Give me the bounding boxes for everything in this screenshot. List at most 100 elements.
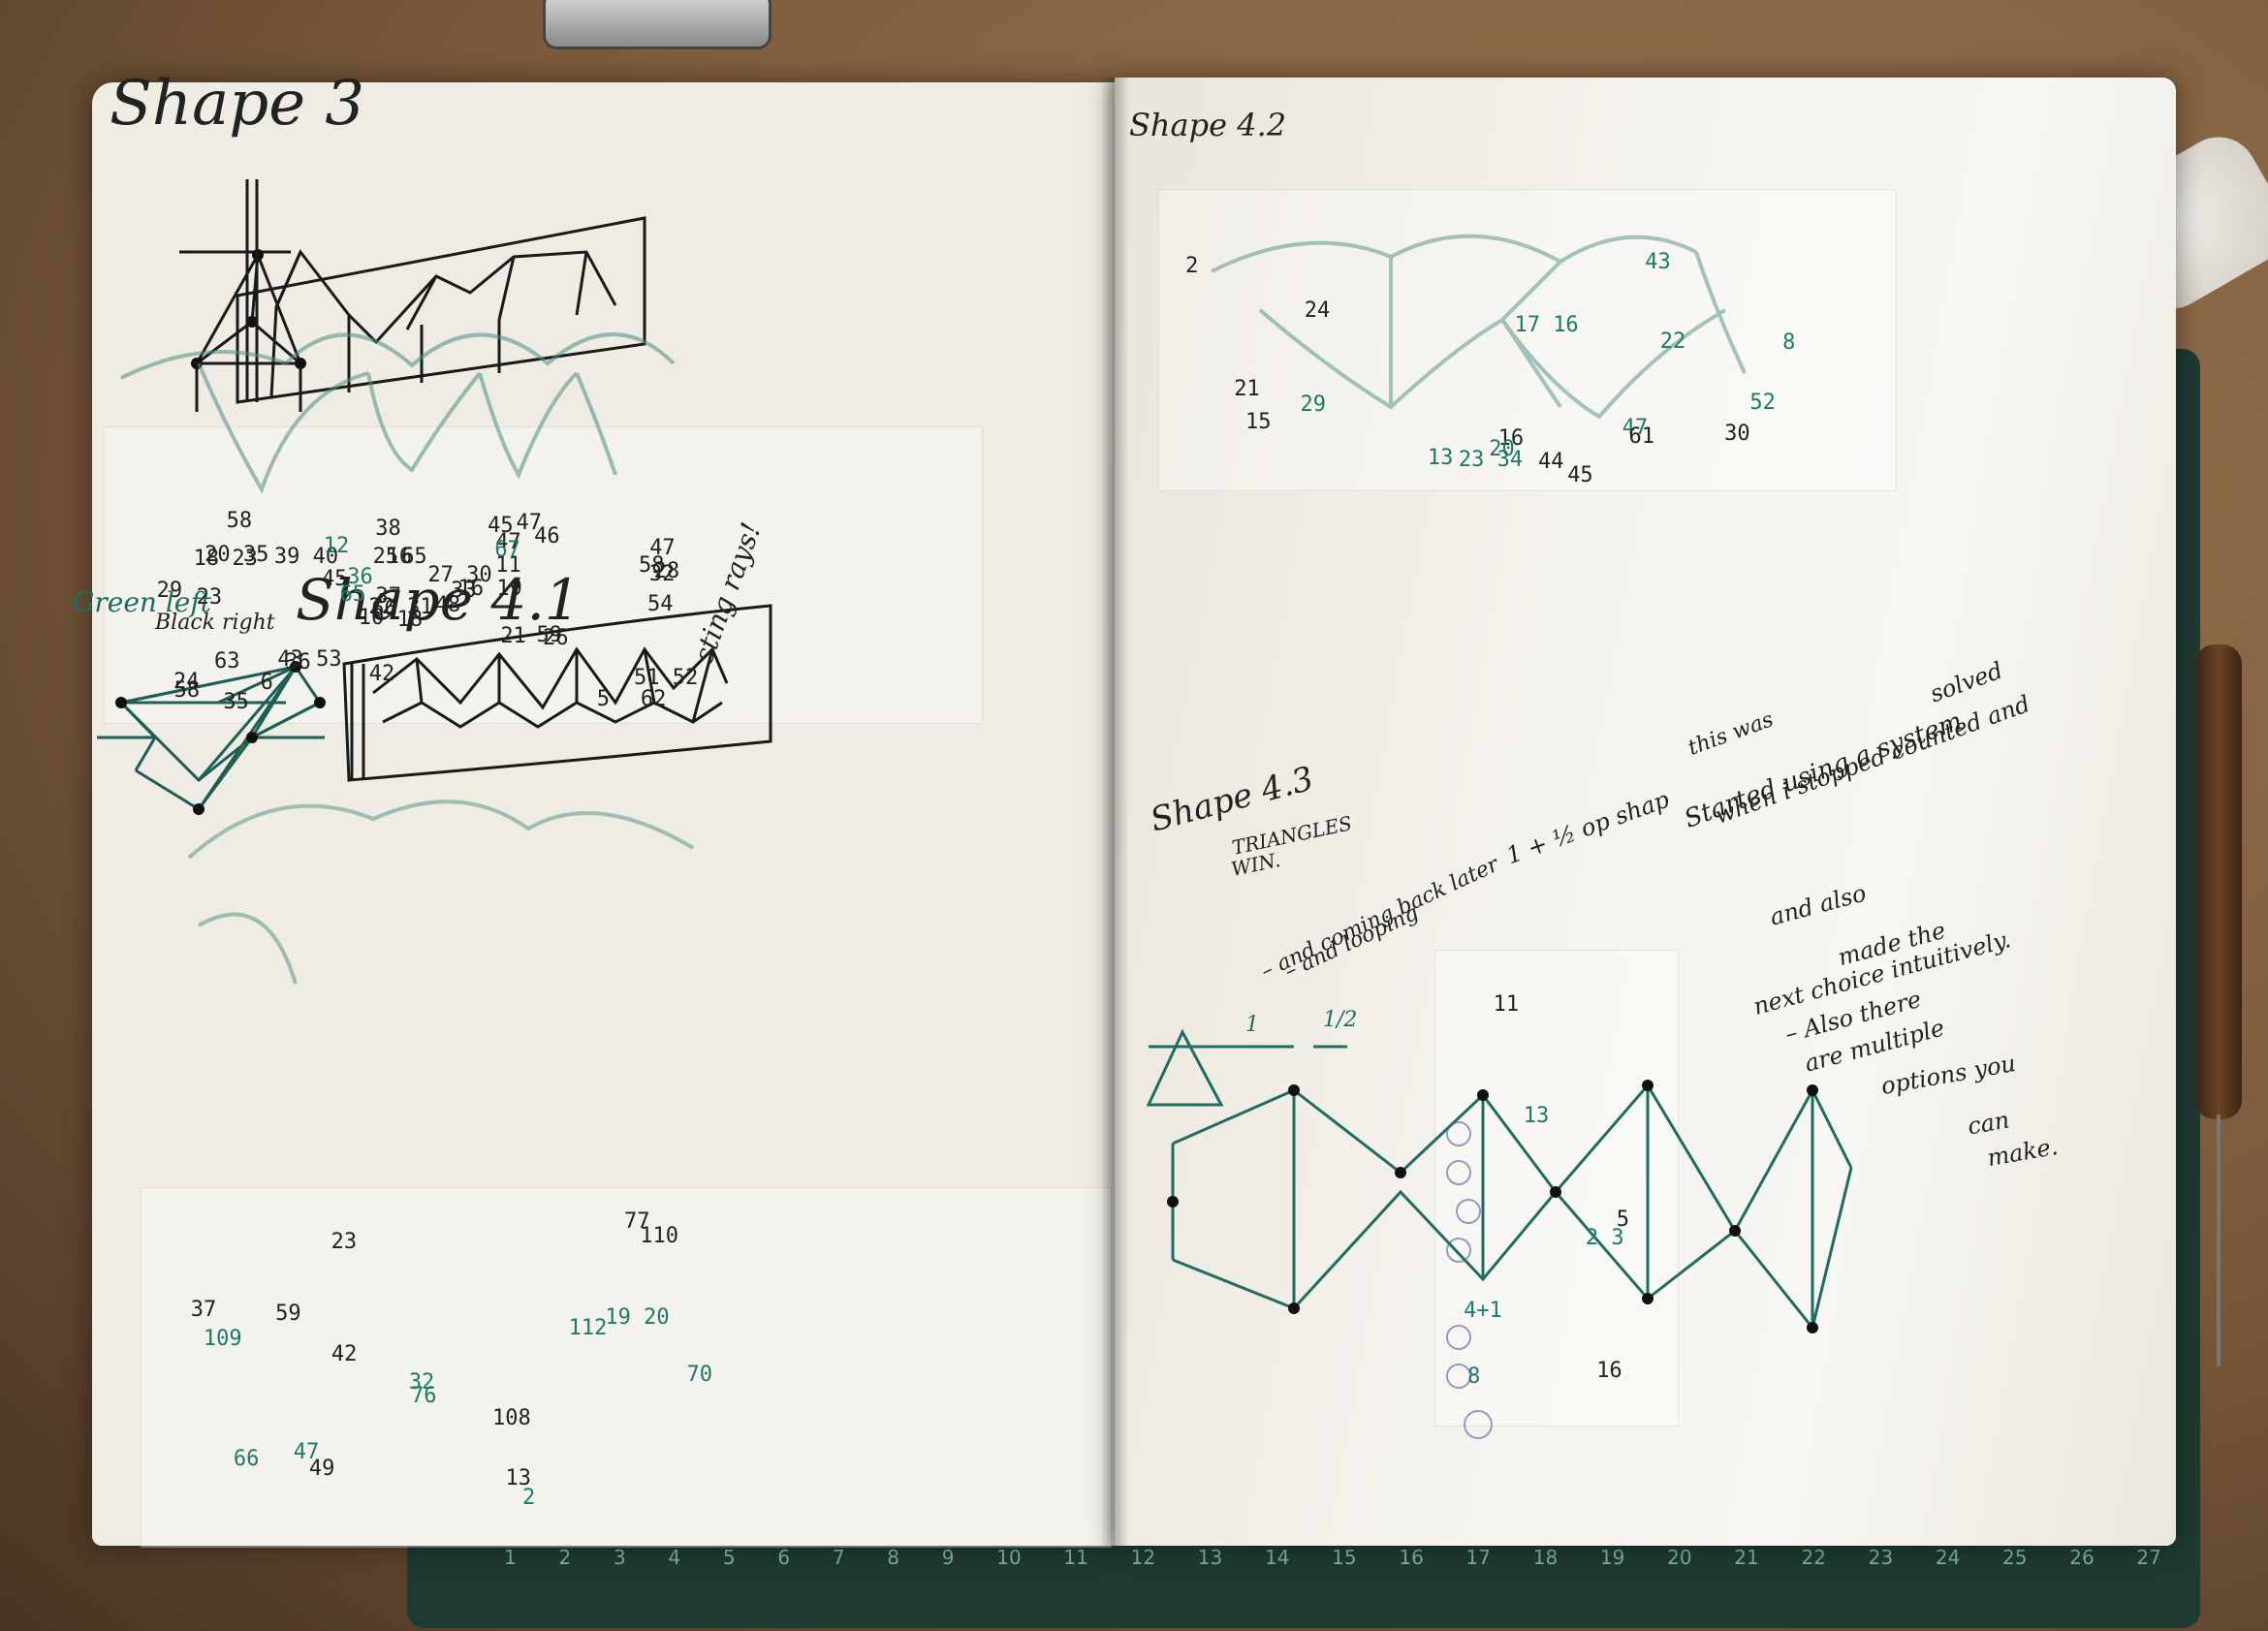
tracing-number: 30 [1724, 422, 1750, 447]
tracing-number: 17 16 [1514, 312, 1579, 337]
scale-one-label: 1 [1245, 1013, 1259, 1037]
tracing-number: 63 [214, 648, 240, 674]
tracing-number: 13 [1523, 1104, 1550, 1129]
tracing-number: 45 [321, 567, 348, 591]
tracing-number: 26 [542, 625, 569, 650]
tracing-number: 5 [1616, 1207, 1629, 1232]
tracing-number: 11 [1493, 991, 1520, 1017]
tracing-number: 23 34 [1458, 447, 1524, 472]
tracing-number: 11 [495, 553, 521, 579]
bookbinding-awl [2195, 644, 2242, 1119]
shape3-title: Shape 3 [110, 68, 365, 140]
sketchbook-left-page: Shape 3 Shape 4.1 Green left Black right… [73, 68, 1115, 1548]
tracing-number: 47 [649, 535, 676, 560]
tracing-number: 37 [190, 1298, 217, 1323]
tracing-number: 44 [1537, 449, 1564, 474]
ruler-tick-label: 10 [996, 1546, 1022, 1569]
shape41-title: Shape 4.1 [296, 567, 581, 633]
ruler-tick-label: 20 [1667, 1546, 1692, 1569]
ruler-tick-label: 11 [1063, 1546, 1088, 1569]
tracing-number: 65 [401, 545, 427, 569]
awl-tip [2217, 1114, 2221, 1366]
ruler-tick-label: 4 [668, 1546, 681, 1569]
tracing-paper-shape42 [1158, 189, 1897, 491]
tracing-number: 24 [1304, 298, 1331, 323]
tracing-paper-shape41 [141, 1187, 1112, 1548]
tracing-number: 33 [451, 579, 477, 604]
tracing-number: 13 [505, 1466, 532, 1491]
tracing-number: 4+1 [1464, 1299, 1502, 1324]
tracing-number: 46 [534, 524, 560, 549]
ruler-tick-label: 7 [832, 1546, 845, 1569]
tracing-number: 52 [1749, 390, 1776, 415]
ruler-tick-label: 18 [1532, 1546, 1559, 1569]
ruler-tick-label: 16 [1399, 1546, 1424, 1569]
tracing-number: 47 [1622, 416, 1649, 441]
tracing-number: 16 [386, 545, 413, 570]
tracing-number: 18 23 [193, 546, 258, 571]
ruler-tick-label: 26 [2069, 1546, 2095, 1569]
tracing-number: 43 [1645, 249, 1671, 274]
tracing-number: 59 [275, 1302, 301, 1327]
ruler-tick-label: 25 [2002, 1546, 2028, 1569]
ruler-tick-label: 3 [613, 1546, 626, 1569]
tracing-number: 37 [375, 583, 401, 609]
tracing-number: 77 [624, 1208, 650, 1234]
tracing-number: 47 [495, 529, 521, 554]
tracing-number: 8 [1782, 329, 1796, 355]
tracing-number: 45 [488, 514, 514, 539]
tracing-number: 39 40 [273, 545, 339, 570]
tracing-number: 23 [331, 1230, 358, 1255]
tracing-number: 42 [331, 1341, 358, 1366]
ruler-tick-label: 5 [722, 1546, 736, 1569]
tracing-number: 35 [223, 690, 249, 715]
ruler-tick-label: 2 [558, 1546, 572, 1569]
tracing-number: 12 [323, 534, 350, 559]
tracing-number: 49 [308, 1457, 335, 1482]
tracing-number: 42 [368, 661, 395, 686]
tracing-number: 70 [686, 1363, 713, 1388]
tracing-number: 16 19 [457, 577, 522, 602]
tracing-number: 54 [647, 592, 674, 617]
tracing-number: 25 [372, 544, 399, 569]
tracing-number: 16 [1596, 1358, 1622, 1383]
tracing-number: 66 [233, 1446, 260, 1471]
metal-tin [543, 0, 772, 49]
tracing-number: 2 [1185, 253, 1199, 278]
ruler-tick-label: 15 [1332, 1546, 1357, 1569]
tracing-number: 18 [396, 608, 424, 633]
ruler-tick-label: 19 [1599, 1546, 1625, 1569]
ruler-tick-label: 1 [504, 1546, 517, 1569]
tracing-number: 51 52 [634, 666, 699, 691]
tracing-number: 109 [203, 1327, 242, 1352]
tracing-number: 22 31 [368, 595, 433, 620]
shape42-shape43-drawings [1146, 234, 1853, 1439]
tracing-number: 48 [434, 593, 461, 618]
tracing-number: 19 20 [605, 1304, 670, 1330]
ruler-tick-label: 12 [1130, 1546, 1156, 1569]
shape42-title: Shape 4.2 [1129, 107, 1287, 143]
tracing-number: 15 [1245, 409, 1272, 434]
tracing-number: 20 [1489, 436, 1515, 461]
tracing-number: 66 [371, 597, 397, 622]
tracing-number: 58 [226, 509, 253, 533]
tracing-number: 43 53 [277, 647, 342, 673]
ruler-tick-label: 9 [941, 1546, 955, 1569]
tracing-number: 38 [375, 517, 401, 542]
tracing-number: 2 [521, 1486, 536, 1511]
tracing-number: 36 [285, 650, 311, 675]
tracing-number: 110 [640, 1223, 678, 1248]
tracing-number: 21 [500, 624, 526, 649]
tracing-number: 76 [410, 1383, 437, 1408]
ruler-tick-label: 22 [1801, 1546, 1826, 1569]
tracing-number: 21 [1234, 377, 1260, 402]
tracing-number: 28 [653, 558, 680, 583]
ruler-tick-label: 6 [777, 1546, 791, 1569]
sketchbook-right-page: Shape 4.2 Shape 4.3 TRIANGLES WIN. – and… [1115, 78, 2176, 1546]
tracing-number: 32 [408, 1369, 435, 1395]
tracing-number: 36 [347, 564, 373, 589]
tracing-number: 20 35 [205, 542, 269, 567]
ruler-tick-label: 14 [1264, 1546, 1290, 1569]
tracing-number: 8 [1467, 1364, 1481, 1389]
tracing-number: 61 [1628, 423, 1655, 449]
